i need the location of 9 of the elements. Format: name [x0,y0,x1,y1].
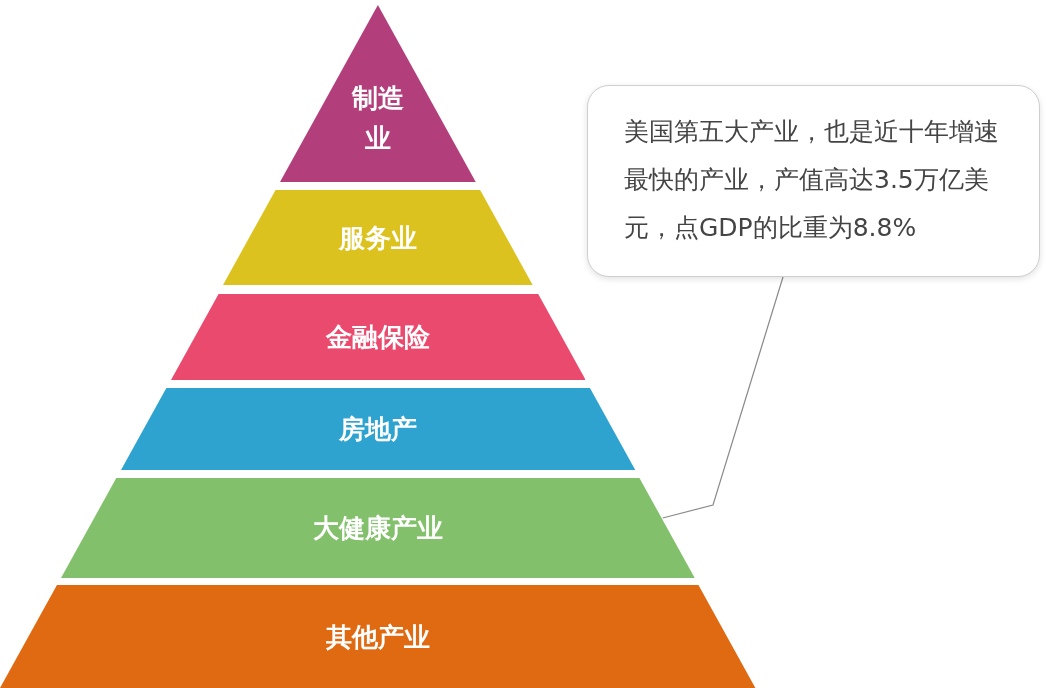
tier-label: 金融保险 [326,321,430,354]
tier-label: 服务业 [339,221,417,255]
leader-line [662,276,784,519]
callout-box [587,85,1040,277]
tier-label: 房地产 [339,413,417,446]
callout-text: 美国第五大产业，也是近十年增速最快的产业，产值高达3.5万亿美元，点GDP的比重为8.8% [624,116,1000,244]
tier-label: 其他产业 [326,620,430,654]
tier-label: 制造业 [350,82,405,155]
tier-label: 大健康产业 [313,512,443,545]
